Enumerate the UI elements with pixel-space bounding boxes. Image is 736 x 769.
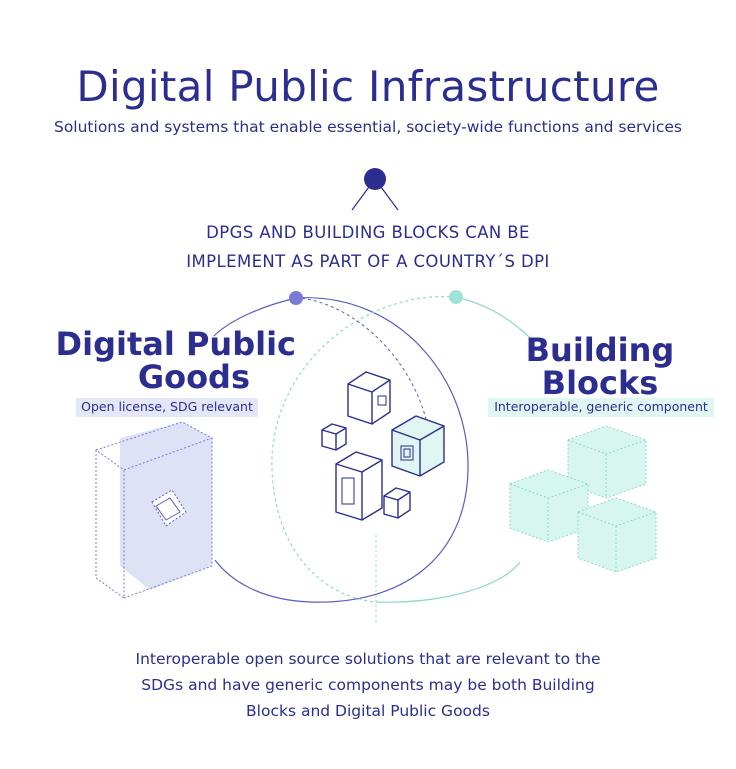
footer-line-2: SDGs and have generic components may be …	[141, 676, 595, 694]
shared-note: DPGS AND BUILDING BLOCKS CAN BE IMPLEMEN…	[0, 218, 736, 276]
connector-top-left	[351, 186, 370, 211]
bb-circle-arc-bottom	[375, 561, 521, 603]
connector-top-right	[380, 186, 399, 211]
page-title: Digital Public Infrastructure	[76, 62, 660, 111]
shared-note-line-2: IMPLEMENT AS PART OF A COUNTRY´S DPI	[186, 252, 550, 271]
footer-note: Interoperable open source solutions that…	[80, 646, 656, 724]
bb-title: Building Blocks	[500, 334, 700, 400]
dpi-node	[364, 168, 386, 190]
dpg-title: Digital Public Goods	[40, 328, 296, 394]
building-block-cubes-icon	[509, 425, 657, 573]
bb-node	[449, 290, 463, 304]
page-subtitle: Solutions and systems that enable essent…	[53, 118, 682, 136]
cube-cluster-icon	[321, 371, 445, 521]
dpg-node	[289, 291, 303, 305]
bb-circle-arc-right	[455, 296, 535, 343]
bb-title-line-1: Building	[525, 331, 675, 369]
dpg-circle-arc-left	[213, 297, 297, 337]
dpg-circle-arc-right	[214, 297, 469, 603]
bb-subtitle: Interoperable, generic component	[488, 398, 714, 417]
bb-circle-dashed-left	[271, 296, 457, 603]
dpg-title-line-1: Digital Public	[55, 325, 296, 363]
dpg-title-line-2: Goods	[137, 358, 250, 396]
bb-title-line-2: Blocks	[541, 364, 659, 402]
dpg-cube-icon	[94, 421, 214, 599]
dpg-subtitle: Open license, SDG relevant	[76, 398, 258, 417]
footer-line-1: Interoperable open source solutions that…	[135, 650, 601, 668]
shared-note-line-1: DPGS AND BUILDING BLOCKS CAN BE	[206, 223, 530, 242]
footer-line-3: Blocks and Digital Public Goods	[246, 702, 490, 720]
